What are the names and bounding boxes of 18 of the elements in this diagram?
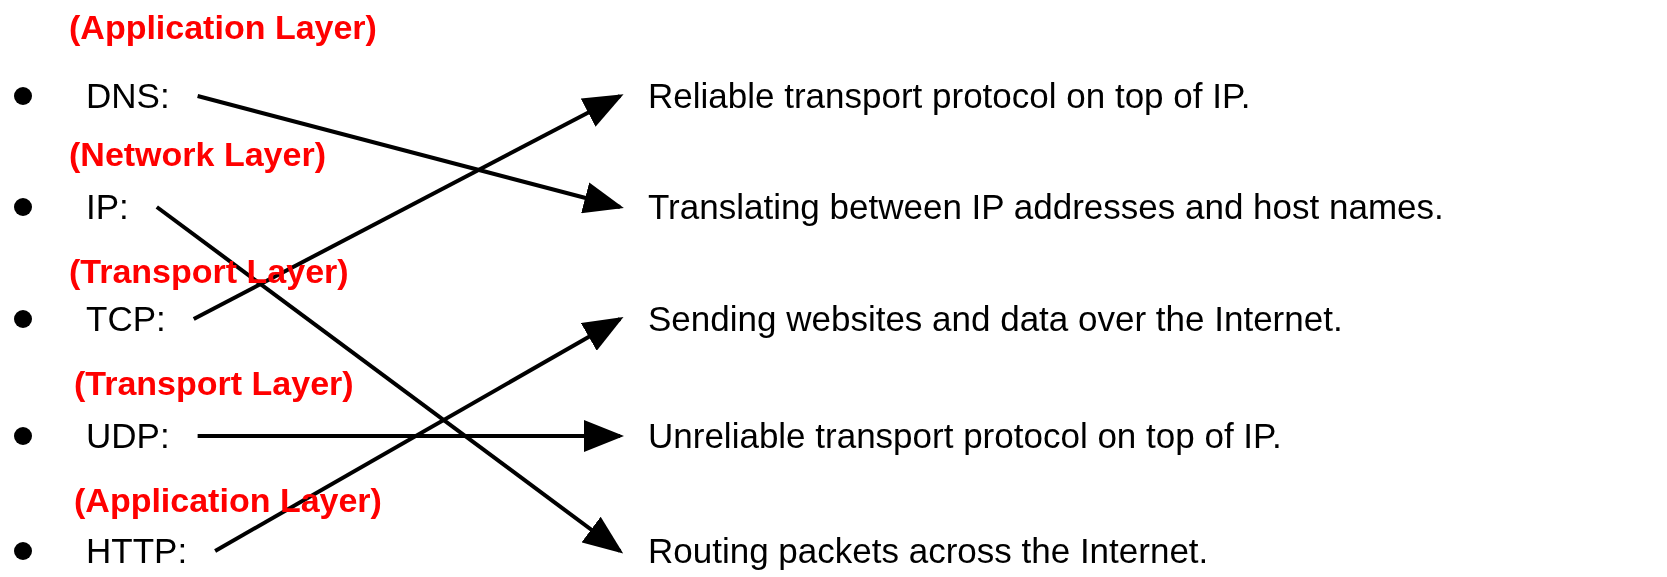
definition-text: Translating between IP addresses and host names.: [620, 185, 1444, 229]
definition-text: Reliable transport protocol on top of IP.: [620, 74, 1251, 118]
definition-text: Routing packets across the Internet.: [620, 529, 1209, 573]
protocol-term: TCP:: [80, 297, 194, 341]
arrow: [197, 94, 624, 214]
protocol-term: DNS:: [80, 74, 198, 118]
protocol-term: HTTP:: [80, 529, 216, 573]
arrow: [192, 94, 624, 321]
arrow: [197, 420, 624, 452]
layer-label: (Transport Layer): [74, 362, 354, 404]
definition-text: Sending websites and data over the Internet.: [620, 297, 1343, 341]
layer-label: (Application Layer): [69, 6, 377, 48]
arrow: [214, 317, 624, 553]
layer-label: (Network Layer): [69, 133, 326, 175]
protocol-term: IP:: [80, 185, 157, 229]
definition-text: Unreliable transport protocol on top of IP.: [620, 414, 1282, 458]
arrow: [155, 205, 624, 554]
protocol-term: UDP:: [80, 414, 198, 458]
